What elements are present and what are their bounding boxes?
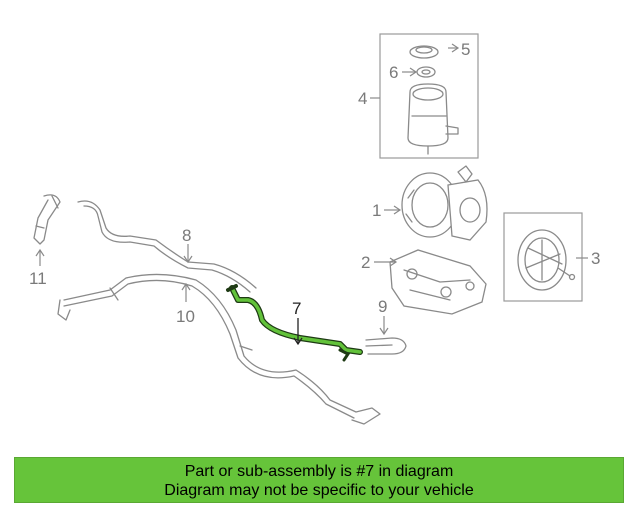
power-steering-pump[interactable]	[401, 165, 488, 241]
info-banner: Part or sub-assembly is #7 in diagram Di…	[14, 457, 624, 503]
callout-9: 9	[378, 297, 387, 316]
callout-11: 11	[29, 269, 47, 288]
pulley-assembly[interactable]	[503, 212, 583, 302]
highlighted-line-7[interactable]	[226, 284, 363, 362]
banner-line-1: Part or sub-assembly is #7 in diagram	[184, 463, 454, 480]
callout-10: 10	[176, 307, 195, 326]
callout-6: 6	[389, 63, 398, 82]
callout-3: 3	[591, 249, 600, 268]
banner-line-2: Diagram may not be specific to your vehi…	[164, 482, 474, 499]
callout-8: 8	[182, 226, 191, 245]
reservoir-cap[interactable]	[409, 45, 439, 59]
reservoir-assembly[interactable]	[379, 33, 479, 159]
hose-9[interactable]	[365, 337, 407, 355]
pump-bracket[interactable]	[389, 249, 487, 315]
callout-7: 7	[292, 299, 301, 318]
callout-4: 4	[358, 89, 367, 108]
return-line-8[interactable]	[77, 200, 257, 293]
reservoir-seal[interactable]	[416, 66, 436, 78]
callout-2: 2	[361, 253, 370, 272]
hose-11[interactable]	[33, 194, 61, 245]
callout-5: 5	[461, 40, 470, 59]
pressure-line-10[interactable]	[57, 273, 381, 425]
callout-1: 1	[372, 201, 381, 220]
reservoir-tank[interactable]	[407, 83, 449, 147]
